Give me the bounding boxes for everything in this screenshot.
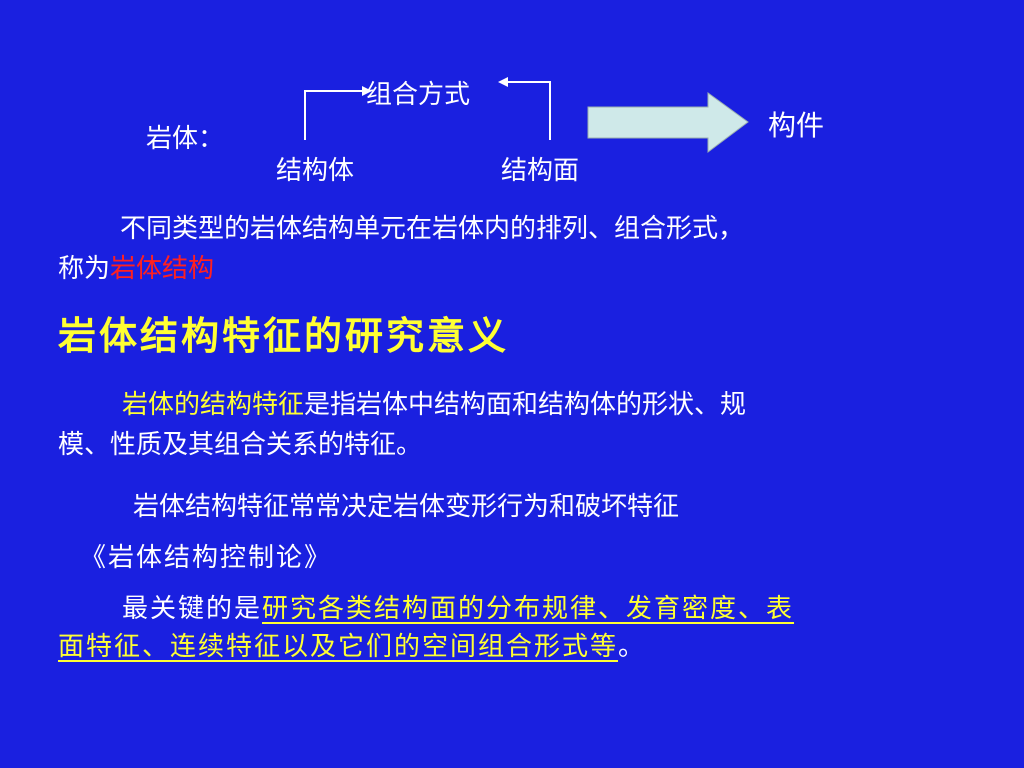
feature-definition-rest: 是指岩体中结构面和结构体的形状、规 xyxy=(304,390,747,420)
key-point-lead: 最关键的是 xyxy=(122,594,263,624)
term-rock-structure: 岩体结构 xyxy=(110,254,215,284)
key-point-end: 。 xyxy=(618,632,647,662)
key-point-line-2: 面特征、连续特征以及它们的空间组合形式等。 xyxy=(58,626,646,663)
connector-right-arrowhead xyxy=(498,77,508,87)
rock-mass-label: 岩体： xyxy=(146,124,225,154)
definition-line-2: 称为岩体结构 xyxy=(58,248,214,285)
combination-label: 组合方式 xyxy=(366,80,471,110)
structure-diagram xyxy=(304,77,749,153)
connector-right xyxy=(508,81,551,140)
component-label: 构件 xyxy=(768,109,825,142)
key-point-underlined-2: 面特征、连续特征以及它们的空间组合形式等 xyxy=(58,632,619,662)
block-arrow xyxy=(587,92,749,153)
controls-statement: 岩体结构特征常常决定岩体变形行为和破坏特征 xyxy=(133,492,680,522)
structural-body-label: 结构体 xyxy=(276,156,355,186)
section-heading: 岩体结构特征的研究意义 xyxy=(58,313,510,358)
key-point-underlined-1: 研究各类结构面的分布规律、发育密度、表 xyxy=(262,594,795,624)
feature-definition-line-1: 岩体的结构特征是指岩体中结构面和结构体的形状、规 xyxy=(122,384,746,421)
connector-left xyxy=(304,90,362,140)
feature-definition-line-2: 模、性质及其组合关系的特征。 xyxy=(58,430,423,460)
book-title: 《岩体结构控制论》 xyxy=(80,543,333,573)
term-structural-feature: 岩体的结构特征 xyxy=(122,390,305,420)
structural-plane-label: 结构面 xyxy=(501,156,580,186)
definition-prefix: 称为 xyxy=(58,254,111,284)
key-point-line-1: 最关键的是研究各类结构面的分布规律、发育密度、表 xyxy=(122,588,794,625)
definition-line-1: 不同类型的岩体结构单元在岩体内的排列、组合形式， xyxy=(120,214,745,244)
connector-left-arrowhead xyxy=(362,86,372,96)
